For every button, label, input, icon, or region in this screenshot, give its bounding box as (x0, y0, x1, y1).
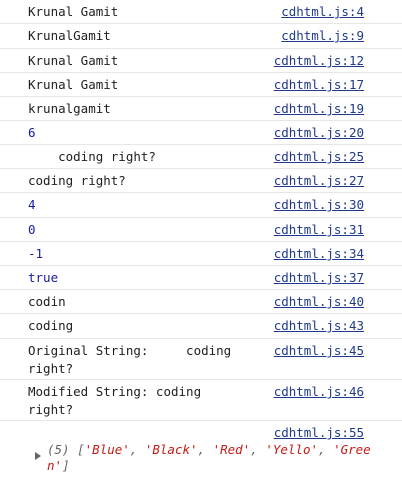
source-link[interactable]: cdhtml.js:45 (273, 343, 364, 358)
console-row: Original String: coding right? cdhtml.js:… (0, 339, 402, 380)
array-item: 'Yello' (265, 442, 318, 457)
source-link[interactable]: cdhtml.js:17 (273, 77, 364, 92)
array-item: 'Red' (212, 442, 251, 457)
console-message: Original String: coding right? (28, 343, 232, 376)
console-message: Krunal Gamit (28, 4, 119, 19)
source-link[interactable]: cdhtml.js:43 (273, 318, 364, 333)
console-message: KrunalGamit (28, 28, 111, 43)
source-link[interactable]: cdhtml.js:40 (273, 294, 364, 309)
console-row: KrunalGamit cdhtml.js:9 (0, 24, 402, 49)
source-link[interactable]: cdhtml.js:31 (273, 222, 364, 237)
source-link[interactable]: cdhtml.js:55 (273, 425, 364, 440)
array-item: 'Blue' (84, 442, 130, 457)
array-item: 'Black' (144, 442, 198, 457)
source-link[interactable]: cdhtml.js:4 (281, 4, 364, 19)
array-separator: , (318, 442, 334, 457)
array-preview[interactable]: (5) ['Blue', 'Black', 'Red', 'Yello', 'G… (47, 442, 377, 474)
console-message: Krunal Gamit (28, 53, 119, 68)
array-length-prefix: (5) [ (47, 442, 85, 457)
source-link[interactable]: cdhtml.js:19 (273, 101, 364, 116)
console-row: true cdhtml.js:37 (0, 266, 402, 290)
array-item: 'Green' (47, 442, 371, 473)
source-link[interactable]: cdhtml.js:34 (273, 246, 364, 261)
console-message: -1 (28, 246, 44, 261)
console-row: Krunal Gamit cdhtml.js:17 (0, 73, 402, 97)
console-row: 4 cdhtml.js:30 (0, 193, 402, 218)
console-row: 0 cdhtml.js:31 (0, 218, 402, 242)
console-message: Krunal Gamit (28, 77, 119, 92)
console-message: true (28, 270, 59, 285)
console-message: coding right? (28, 173, 126, 188)
console-row: coding cdhtml.js:43 (0, 314, 402, 339)
array-separator: , (197, 442, 213, 457)
source-link[interactable]: cdhtml.js:37 (273, 270, 364, 285)
console-message: codin (28, 294, 66, 309)
console-message: 4 (28, 197, 36, 212)
console-row: coding right? cdhtml.js:27 (0, 169, 402, 193)
source-link[interactable]: cdhtml.js:25 (273, 149, 364, 164)
source-link[interactable]: cdhtml.js:27 (273, 173, 364, 188)
array-close-bracket: ] (62, 458, 70, 473)
expand-triangle-icon[interactable] (35, 452, 41, 460)
console-row: Krunal Gamit cdhtml.js:4 (0, 0, 402, 24)
console-message: coding right? (28, 149, 156, 164)
console-row: krunalgamit cdhtml.js:19 (0, 97, 402, 121)
console-row: 6 cdhtml.js:20 (0, 121, 402, 145)
source-link[interactable]: cdhtml.js:20 (273, 125, 364, 140)
console-message: 6 (28, 125, 36, 140)
source-link[interactable]: cdhtml.js:30 (273, 197, 364, 212)
console-row-array: cdhtml.js:55 (0, 421, 402, 481)
console-row: codin cdhtml.js:40 (0, 290, 402, 314)
source-link[interactable]: cdhtml.js:46 (273, 384, 364, 399)
console-row: Krunal Gamit cdhtml.js:12 (0, 49, 402, 73)
console-message: 0 (28, 222, 36, 237)
source-link[interactable]: cdhtml.js:12 (273, 53, 364, 68)
console-message: coding (28, 318, 74, 333)
console-message: Modified String: coding right? (28, 384, 202, 417)
console-row: coding right? cdhtml.js:25 (0, 145, 402, 169)
console-row: Modified String: coding right? cdhtml.js:… (0, 380, 402, 421)
array-separator: , (250, 442, 266, 457)
console-message: krunalgamit (28, 101, 111, 116)
source-link[interactable]: cdhtml.js:9 (281, 28, 364, 43)
array-separator: , (129, 442, 145, 457)
console-row: -1 cdhtml.js:34 (0, 242, 402, 266)
